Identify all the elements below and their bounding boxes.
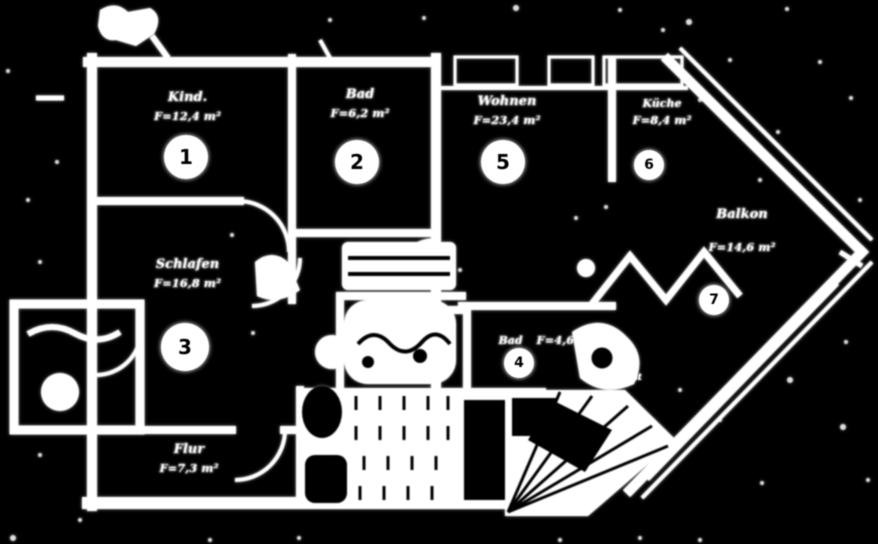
- room-label-balkon: Balkon F=14,6 m²: [688, 205, 796, 257]
- bathroom-fixtures: [315, 300, 456, 384]
- note-text: Podest: [608, 373, 642, 383]
- room-label-flur: Flur F=7,3 m²: [128, 440, 250, 478]
- room-number: 1: [179, 145, 193, 169]
- room-area: F=4,6 m²: [536, 333, 596, 347]
- balcony-left: [9, 299, 145, 435]
- room-number-badge: 4: [504, 348, 534, 378]
- room-label-kind: Kind. F=12,4 m²: [120, 88, 255, 126]
- room-number: 3: [178, 335, 192, 359]
- room-label-bad-center: Bad F=4,6 m²: [492, 332, 602, 350]
- room-area: F=16,8 m²: [153, 276, 222, 291]
- zigzag-folding-wall: [589, 246, 743, 307]
- room-name: Balkon: [716, 207, 768, 222]
- radiator-block: [342, 242, 456, 290]
- note-podest: Podest: [598, 372, 652, 386]
- room-number-badge: 3: [161, 323, 209, 371]
- room-number: 6: [644, 157, 654, 173]
- room-label-kueche: Küche F=8,4 m²: [626, 95, 698, 130]
- room-number-badge: 1: [164, 135, 208, 179]
- room-name: Schlafen: [155, 257, 220, 272]
- room-label-bad-upper: Bad F=6,2 m²: [310, 85, 410, 123]
- room-name: Wohnen: [477, 94, 537, 109]
- room-number-badge: 5: [481, 140, 525, 184]
- room-label-wohnen: Wohnen F=23,4 m²: [452, 92, 562, 130]
- room-name: Flur: [173, 442, 205, 457]
- room-name: Kind.: [167, 90, 208, 105]
- room-area: F=8,4 m²: [632, 113, 692, 128]
- room-area: F=7,3 m²: [159, 461, 219, 476]
- room-number: 4: [514, 355, 524, 371]
- room-number-badge: 6: [634, 150, 664, 180]
- thin-lines: [36, 39, 874, 500]
- staircase-winder-fan: [505, 390, 676, 516]
- room-number: 7: [709, 292, 719, 308]
- room-number: 2: [350, 150, 364, 174]
- room-area: F=6,2 m²: [330, 106, 390, 121]
- room-number: 5: [496, 150, 510, 174]
- north-arrow-icon: [98, 5, 171, 60]
- room-area: F=23,4 m²: [473, 113, 541, 128]
- room-name: Bad: [498, 334, 523, 347]
- room-area: F=12,4 m²: [153, 109, 222, 124]
- room-name: Küche: [642, 97, 682, 110]
- room-area: F=14,6 m²: [708, 240, 776, 255]
- room-number-badge: 2: [335, 140, 379, 184]
- room-name: Bad: [345, 87, 375, 102]
- column-marker: [586, 342, 618, 374]
- room-label-schlafen: Schlafen F=16,8 m²: [130, 255, 245, 293]
- window-openings: [453, 55, 684, 87]
- room-number-badge: 7: [699, 285, 729, 315]
